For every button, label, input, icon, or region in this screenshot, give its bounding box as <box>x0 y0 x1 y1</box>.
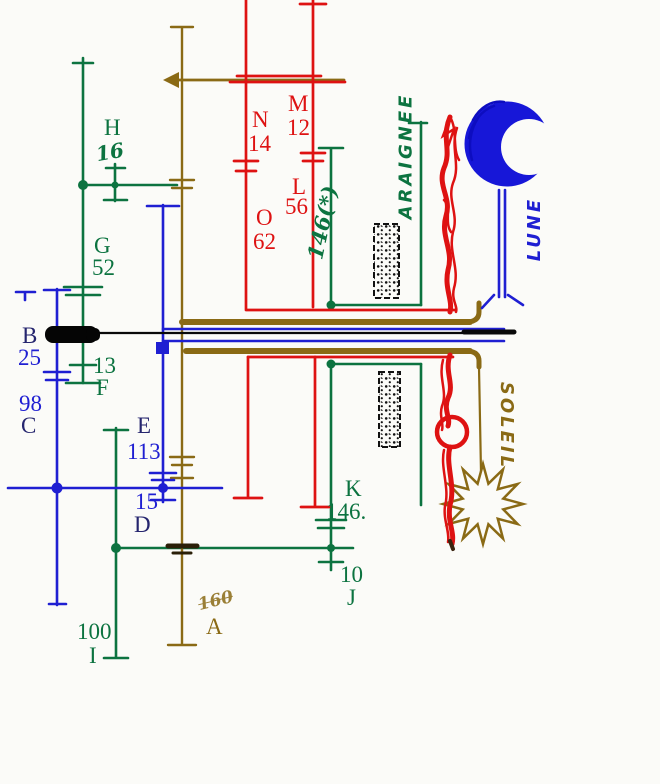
olive-arbor <box>163 25 528 647</box>
label-B-teeth: 25 <box>18 345 41 370</box>
label-N-teeth: 14 <box>248 131 271 156</box>
annotation-soleil: SOLEIL <box>496 381 518 471</box>
label-E-teeth: 113 <box>127 439 161 464</box>
axis-N-O-lower <box>232 355 264 500</box>
gear-B-end-tick <box>14 290 37 302</box>
red-top-double-line <box>228 74 347 84</box>
label-A-letter: A <box>206 614 223 639</box>
label-H-letter: H <box>104 115 121 140</box>
moon-icon <box>464 100 557 187</box>
label-L-teeth: 56 <box>285 194 308 219</box>
gear-L-symbol <box>299 151 327 163</box>
label-C-teeth: 98 <box>19 391 42 416</box>
label-D-letter: D <box>134 512 151 537</box>
gear-F-symbol <box>64 363 102 385</box>
hatched-plate-upper <box>373 223 400 299</box>
label-J-teeth: 10 <box>340 562 363 587</box>
gear-C-symbol <box>42 370 72 382</box>
spider-drawing <box>434 114 470 551</box>
blue-gear-axes <box>6 188 525 607</box>
gear-A-lower-symbol <box>168 455 196 480</box>
sun-stem <box>477 365 483 474</box>
bearing-plates <box>373 223 401 448</box>
arbor-arrowhead <box>163 72 179 88</box>
label-M-teeth: 12 <box>287 115 310 140</box>
label-F-letter: F <box>96 375 109 400</box>
label-O-teeth: 62 <box>253 229 276 254</box>
hatched-plate-lower <box>378 371 401 448</box>
axis-araignee <box>407 120 429 307</box>
gear-N-symbol <box>232 159 260 173</box>
gear-A-upper-symbol <box>168 178 196 190</box>
label-K-letter: K <box>345 476 362 501</box>
label-M-letter: M <box>288 91 309 116</box>
label-L-letter: L <box>292 174 307 199</box>
label-F-teeth: 13 <box>93 353 116 378</box>
sun-icon <box>438 459 528 549</box>
gear-B-body <box>45 326 98 343</box>
label-E-letter: E <box>137 413 152 438</box>
annotation-araignee: ARAIGNEE <box>395 92 417 220</box>
label-J-letter: J <box>347 585 356 610</box>
green-gear-axes <box>62 56 429 660</box>
axis-ratio-146 <box>317 146 345 307</box>
gear-G-symbol <box>62 285 104 297</box>
gear-K-symbol <box>314 518 348 530</box>
label-B-letter: B <box>22 323 38 348</box>
label-I-letter: I <box>89 643 97 668</box>
label-G-letter: G <box>94 233 111 258</box>
red-gear-axes <box>228 0 458 509</box>
label-N-letter: N <box>252 107 269 132</box>
label-I-teeth: 100 <box>77 619 112 644</box>
black-arbor <box>45 326 517 343</box>
label-D-teeth: 15 <box>135 489 158 514</box>
label-K-teeth: 146. <box>326 499 367 524</box>
axis-M-L-lower <box>299 355 331 509</box>
label-O-letter: O <box>256 205 273 230</box>
axis-A <box>166 25 198 647</box>
label-H-teeth: 16 <box>94 137 126 167</box>
label-G-teeth: 52 <box>92 255 115 280</box>
label-C-letter: C <box>21 413 37 438</box>
moon-stem <box>480 188 525 310</box>
annotation-lune: LUNE <box>524 196 546 262</box>
gear-E-symbol <box>148 471 178 482</box>
